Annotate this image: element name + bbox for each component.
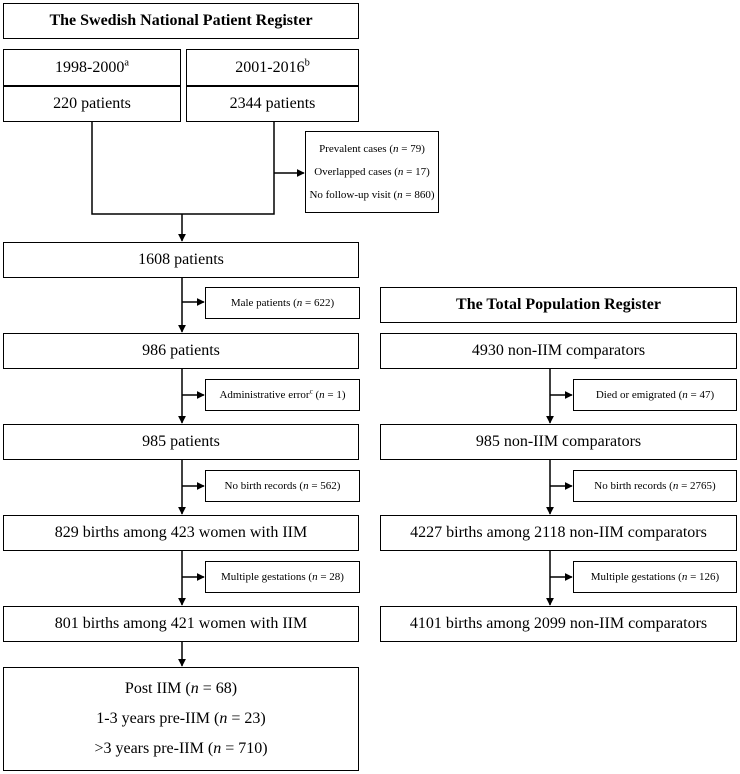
admin-error-label: Administrative errorc (n = 1): [219, 387, 346, 401]
male-exclusion-box: Male patients (n = 622): [205, 287, 360, 319]
no-birth-left-box: No birth records (n = 562): [205, 470, 360, 502]
patients-986-box: 986 patients: [3, 333, 359, 369]
no-birth-right-label: No birth records (n = 2765): [594, 480, 716, 492]
period-b-label: 2001-2016b: [235, 57, 310, 76]
comparators-4930-label: 4930 non-IIM comparators: [471, 342, 646, 359]
patients-1608-label: 1608 patients: [138, 251, 224, 268]
overlapped-cases-label: Overlapped cases (n = 17): [314, 166, 430, 178]
births-801-box: 801 births among 421 women with IIM: [3, 606, 359, 642]
multi-left-box: Multiple gestations (n = 28): [205, 561, 360, 593]
patients-986-label: 986 patients: [142, 342, 220, 359]
npr-title: The Swedish National Patient Register: [49, 12, 313, 29]
births-4227-box: 4227 births among 2118 non-IIM comparato…: [380, 515, 737, 551]
comparators-985-box: 985 non-IIM comparators: [380, 424, 737, 460]
period-a-label: 1998-2000a: [55, 57, 129, 76]
pre-iim-3-label: >3 years pre-IIM (n = 710): [94, 740, 268, 757]
died-emigrated-label: Died or emigrated (n = 47): [595, 389, 715, 401]
prevalent-cases-label: Prevalent cases (n = 79): [319, 143, 425, 155]
no-birth-right-box: No birth records (n = 2765): [573, 470, 737, 502]
patients-985-label: 985 patients: [142, 433, 220, 450]
comparators-985-label: 985 non-IIM comparators: [475, 433, 642, 450]
npr-title-box: The Swedish National Patient Register: [3, 3, 359, 39]
died-exclusion-box: Died or emigrated (n = 47): [573, 379, 737, 411]
period-b-box: 2001-2016b: [186, 49, 359, 86]
period-a-box: 1998-2000a: [3, 49, 181, 86]
male-patients-label: Male patients (n = 622): [230, 297, 335, 309]
births-829-label: 829 births among 423 women with IIM: [54, 524, 308, 541]
final-breakdown-box: Post IIM (n = 68) 1-3 years pre-IIM (n =…: [3, 667, 359, 771]
patients-b-box: 2344 patients: [186, 86, 359, 122]
multi-right-label: Multiple gestations (n = 126): [590, 571, 720, 583]
patients-a-box: 220 patients: [3, 86, 181, 122]
births-4227-label: 4227 births among 2118 non-IIM comparato…: [410, 524, 707, 541]
merge-connector: [91, 121, 275, 215]
patients-1608-box: 1608 patients: [3, 242, 359, 278]
tpr-title-box: The Total Population Register: [380, 287, 737, 323]
pre-iim-1-3-label: 1-3 years pre-IIM (n = 23): [96, 710, 266, 727]
patients-a-label: 220 patients: [53, 95, 131, 112]
multi-left-label: Multiple gestations (n = 28): [221, 571, 344, 583]
no-birth-left-label: No birth records (n = 562): [224, 480, 341, 492]
births-4101-label: 4101 births among 2099 non-IIM comparato…: [409, 615, 708, 632]
multi-right-box: Multiple gestations (n = 126): [573, 561, 737, 593]
tpr-title: The Total Population Register: [456, 296, 661, 313]
exclusion-box-1: Prevalent cases (n = 79) Overlapped case…: [305, 131, 439, 213]
patients-b-label: 2344 patients: [229, 95, 316, 112]
births-829-box: 829 births among 423 women with IIM: [3, 515, 359, 551]
births-4101-box: 4101 births among 2099 non-IIM comparato…: [380, 606, 737, 642]
admin-exclusion-box: Administrative errorc (n = 1): [205, 379, 360, 411]
no-followup-label: No follow-up visit (n = 860): [309, 189, 435, 201]
births-801-label: 801 births among 421 women with IIM: [54, 615, 308, 632]
comparators-4930-box: 4930 non-IIM comparators: [380, 333, 737, 369]
post-iim-label: Post IIM (n = 68): [124, 680, 238, 697]
patients-985-box: 985 patients: [3, 424, 359, 460]
